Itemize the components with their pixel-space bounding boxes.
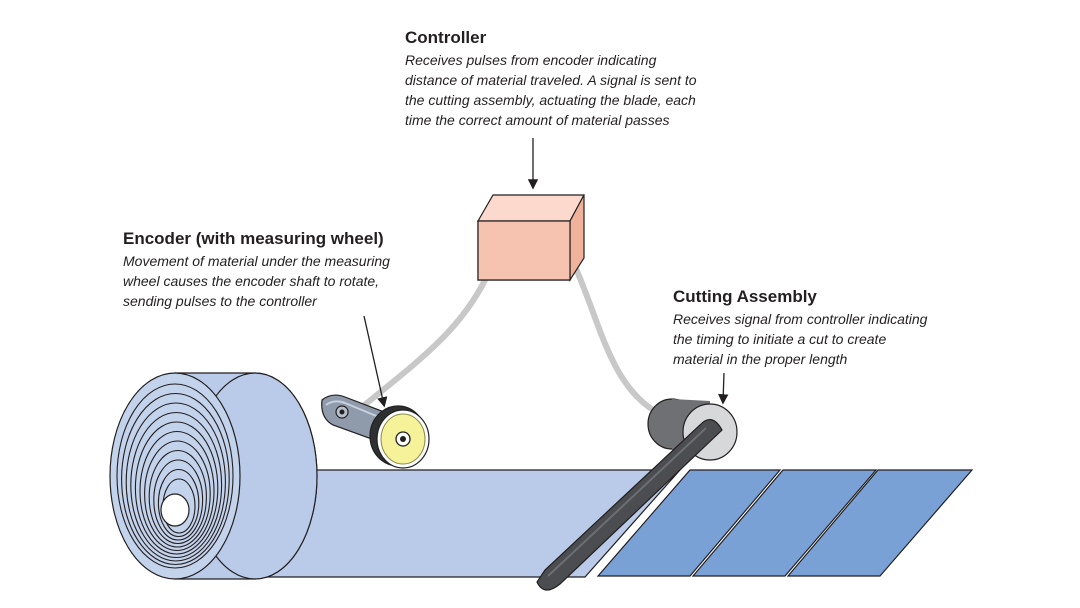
cutting-assembly	[536, 398, 738, 591]
roll-ring	[116, 383, 234, 569]
cutting-assembly-desc-line: material in the proper length	[673, 351, 848, 367]
roll-end-spiral	[116, 383, 234, 569]
roll-ring	[139, 430, 215, 552]
controller-box	[476, 194, 586, 283]
cutting-blade	[536, 419, 723, 591]
roll-ring	[157, 468, 200, 538]
encoder-title: Encoder (with measuring wheel)	[123, 229, 384, 248]
cut-sheet-3	[786, 469, 974, 577]
roll-ring	[144, 440, 211, 548]
roll-ring	[130, 411, 223, 559]
roll-ring	[125, 402, 226, 562]
controller-desc-line: time the correct amount of material pass…	[405, 112, 670, 128]
material-roll	[109, 372, 318, 580]
encoder-desc-line: Movement of material under the measuring	[123, 253, 390, 269]
encoder-desc-line: wheel causes the encoder shaft to rotate…	[123, 273, 380, 289]
cable-controller-to-encoder	[359, 277, 488, 410]
cut-sheet-2	[691, 469, 878, 577]
roll-ring	[148, 449, 207, 545]
encoder-desc-line: sending pulses to the controller	[123, 293, 317, 309]
cut-sheet-1	[596, 469, 782, 577]
controller-label: Controller Receives pulses from encoder …	[405, 27, 725, 130]
controller-title: Controller	[405, 28, 487, 47]
encoder-label: Encoder (with measuring wheel) Movement …	[123, 228, 423, 311]
encoder-assembly	[321, 394, 430, 469]
controller-desc-line: Receives pulses from encoder indicating	[405, 52, 657, 68]
roll-ring	[153, 459, 204, 541]
cutting-assembly-desc-line: Receives signal from controller indicati…	[673, 311, 928, 327]
controller-desc-line: the cutting assembly, actuating the blad…	[405, 92, 696, 108]
roll-ring	[134, 421, 219, 555]
cutting-assembly-description: Receives signal from controller indicati…	[673, 309, 963, 369]
cutting-assembly-desc-line: the timing to initiate a cut to create	[673, 331, 887, 347]
roll-ring	[121, 392, 230, 566]
encoder-description: Movement of material under the measuring…	[123, 251, 423, 311]
controller-description: Receives pulses from encoder indicating …	[405, 50, 725, 130]
cutter-arrow	[718, 372, 729, 405]
cutting-assembly-label: Cutting Assembly Receives signal from co…	[673, 286, 963, 369]
cutting-assembly-title: Cutting Assembly	[673, 287, 817, 306]
cable-controller-to-cutter	[570, 259, 665, 418]
encoder-arrow	[363, 315, 388, 408]
controller-desc-line: distance of material traveled. A signal …	[405, 72, 697, 88]
